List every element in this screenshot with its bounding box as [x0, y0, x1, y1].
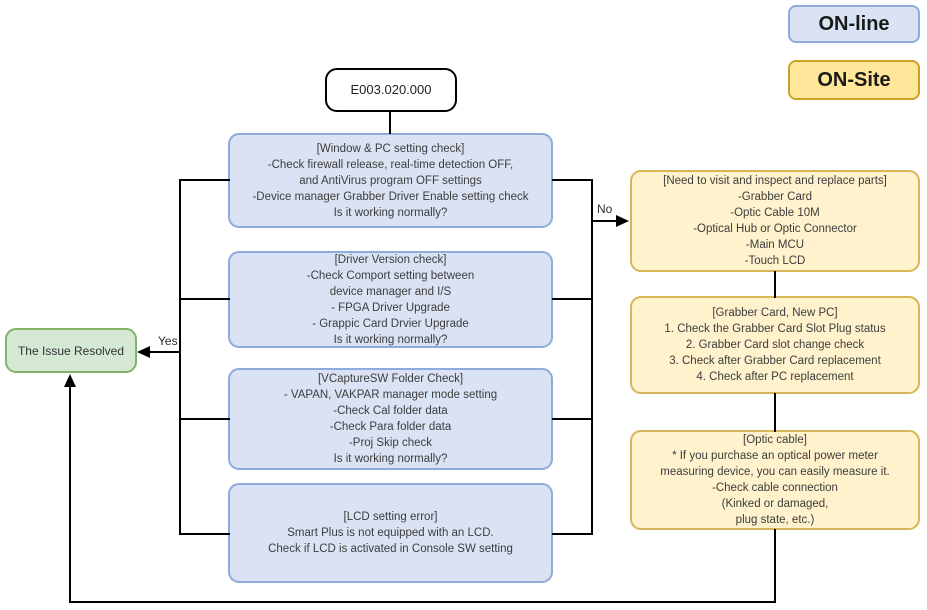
- trunk-left: [179, 179, 181, 535]
- branch-left-2: [179, 298, 230, 300]
- connector-root-down: [389, 112, 391, 134]
- feedback-line-bottom: [69, 601, 776, 603]
- connector-onsite-1-2: [774, 271, 776, 298]
- node-vcapturesw-folder-check: [VCaptureSW Folder Check] - VAPAN, VAKPA…: [228, 368, 553, 470]
- feedback-arrowhead-icon: [64, 374, 76, 387]
- edge-yes-line: [147, 351, 181, 353]
- branch-right-4: [552, 533, 593, 535]
- legend-onsite: ON-Site: [788, 60, 920, 100]
- node-issue-resolved: The Issue Resolved: [5, 328, 137, 373]
- edge-no-line: [591, 220, 618, 222]
- node-error-code: E003.020.000: [325, 68, 457, 112]
- legend-online-label: ON-line: [818, 12, 890, 35]
- branch-left-4: [179, 533, 230, 535]
- feedback-line-up: [69, 385, 71, 603]
- no-arrowhead-icon: [616, 215, 629, 227]
- legend-onsite-label: ON-Site: [817, 68, 891, 91]
- node-driver-version-check: [Driver Version check] -Check Comport se…: [228, 251, 553, 348]
- branch-left-3: [179, 418, 230, 420]
- connector-onsite-2-3: [774, 393, 776, 432]
- node-optic-cable: [Optic cable] * If you purchase an optic…: [630, 430, 920, 530]
- feedback-line-down: [774, 529, 776, 603]
- node-window-pc-setting-check: [Window & PC setting check] -Check firew…: [228, 133, 553, 228]
- branch-left-1: [179, 179, 230, 181]
- trunk-right: [591, 179, 593, 535]
- edge-label-no: No: [597, 202, 613, 216]
- node-grabber-card-new-pc: [Grabber Card, New PC] 1. Check the Grab…: [630, 296, 920, 394]
- branch-right-1: [552, 179, 593, 181]
- yes-arrowhead-icon: [137, 346, 150, 358]
- branch-right-3: [552, 418, 593, 420]
- branch-right-2: [552, 298, 593, 300]
- legend-online: ON-line: [788, 5, 920, 43]
- edge-label-yes: Yes: [158, 334, 178, 348]
- node-visit-inspect-replace-parts: [Need to visit and inspect and replace p…: [630, 170, 920, 272]
- node-lcd-setting-error: [LCD setting error] Smart Plus is not eq…: [228, 483, 553, 583]
